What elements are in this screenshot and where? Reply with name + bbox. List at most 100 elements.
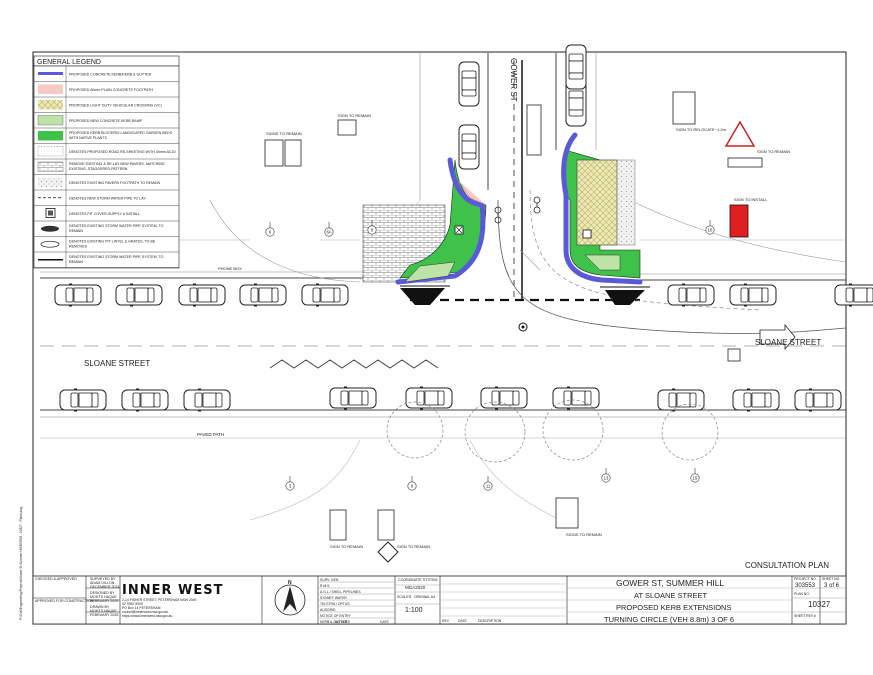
- phone-box-label: PHONE BOX: [218, 266, 242, 271]
- legend-item: PROPOSED NEW CONCRETE KERB RAMP: [34, 112, 179, 129]
- legend-swatch: [38, 72, 63, 75]
- sheet-no: 3 of 6: [824, 583, 840, 589]
- council-web: https://www.innerwest.nsw.gov.au: [122, 614, 173, 618]
- lot-marker-label: 3: [289, 484, 292, 489]
- legend-item-label: DENOTES EXISTING STORM WATER PIPE SYSTEM…: [69, 255, 164, 259]
- legend-item: DENOTES EXISTING STORM WATER PIPE SYSTEM…: [34, 221, 179, 237]
- rev-description-header: DESCRIPTION: [478, 619, 502, 623]
- council-po-box: PO Box 14 PETERSHAM: [122, 606, 161, 610]
- signs-to-remain-label: SIGNS TO REMAIN: [266, 131, 302, 136]
- lot-marker-label: 11: [486, 484, 491, 489]
- approved-construction-label: APPROVED FOR CONSTRUCTION: [35, 599, 94, 603]
- project-no-label: PROJECT NO.: [794, 577, 817, 581]
- legend-item-label: REMOVE EXISTING & RE-LAY NEW PAVERS, MAT…: [69, 162, 165, 166]
- lot-marker: 8: [367, 220, 377, 235]
- plan-no-label: PLAN NO.: [794, 592, 810, 596]
- surveyed-date: DECEMBER 2024: [90, 585, 119, 589]
- title-block: CHECKED & APPROVED APPROVED FOR CONSTRUC…: [32, 575, 847, 625]
- scale-value: 1:100: [405, 607, 423, 614]
- direction-arrow-icon: [759, 323, 796, 351]
- bicycle-marking-icon: [494, 196, 541, 224]
- legend-item: DENOTES EXISTING STORM WATER PIPE SYSTEM…: [34, 252, 179, 268]
- sign-to-remain-4-label: SIGN TO REMAIN: [330, 544, 363, 549]
- legend-item-label: REMAIN: [69, 229, 83, 233]
- legend-title: GENERAL LEGEND: [37, 59, 101, 66]
- service-item: KERB & GUTTER: [320, 620, 348, 624]
- legend-item: PROPOSED 80mm PLAIN CONCRETE FOOTPATH: [34, 81, 179, 98]
- east-kerb-extension: [561, 132, 650, 305]
- legend-swatch: [37, 115, 64, 126]
- legend-swatch: [40, 240, 60, 248]
- drawing-title-3: PROPOSED KERB EXTENSIONS: [616, 603, 731, 612]
- rev-date-header: DATE: [458, 619, 468, 623]
- sign-relocate-label: SIGN TO RELOCATE~1.2m: [676, 127, 727, 132]
- lot-marker: 6: [265, 222, 275, 237]
- sign-to-remain-5-label: SIGN TO REMAIN: [397, 544, 430, 549]
- surveyed-name: ADAM DILLON: [90, 581, 115, 585]
- lot-marker: 11: [483, 476, 493, 491]
- checked-approved-label: CHECKED & APPROVED: [35, 577, 77, 581]
- legend-item-label: WITH NATIVE PLANTS: [69, 136, 107, 140]
- consultation-plan-label: CONSULTATION PLAN: [745, 561, 829, 570]
- date-label: DATE: [380, 620, 390, 624]
- rev-header: REV: [442, 619, 450, 623]
- lot-marker: 3: [285, 476, 295, 491]
- legend-item: PROPOSED LIGHT DUTY VEHICULAR CROSSING (…: [34, 97, 179, 113]
- general-legend: GENERAL LEGEND PROPOSED CONCRETE KERB/KE…: [33, 55, 180, 269]
- council-logo: INNER WEST: [122, 583, 223, 598]
- legend-item-label: PROPOSED LIGHT DUTY VEHICULAR CROSSING (…: [69, 104, 162, 108]
- legend-item: DENOTES PIT COVER-SUPPLY & INSTALL: [34, 205, 179, 222]
- service-item: TELSTRA / OPTUS: [320, 602, 350, 606]
- lot-marker-label: 9: [411, 484, 414, 489]
- project-no: 303553: [795, 583, 816, 589]
- legend-item: DENOTES PROPOSED ROAD RE-SHEETING WITH 4…: [34, 143, 179, 160]
- service-item: SURV. GEN: [320, 578, 339, 582]
- legend-item-label: REMAIN: [69, 260, 83, 264]
- legend-item: DENOTES EXISTING PAVERS FOOTPATH TO REMA…: [34, 174, 179, 191]
- plan-labels: GOWER ST SLOANE STREET SLOANE STREET PAV…: [84, 58, 829, 570]
- legend-swatch: [37, 146, 64, 157]
- designed-date: FEBRUARY 2025: [90, 599, 118, 603]
- legend-item: REMOVE EXISTING & RE-LAY NEW PAVERS, MAT…: [34, 159, 179, 175]
- gower-st-label: GOWER ST: [509, 58, 518, 102]
- council-email: council@innerwest.nsw.gov.au: [122, 610, 168, 614]
- legend-item: DENOTES EXISTING PIT LINTEL & GRATES, TO…: [34, 236, 179, 253]
- paved-path-label: PAVED PATH: [197, 432, 224, 437]
- sloane-street-right-label: SLOANE STREET: [755, 338, 821, 347]
- drawing-title-4: TURNING CIRCLE (VEH 8.8m) 3 OF 6: [604, 615, 734, 624]
- drawn-by-label: DRAWN BY: [90, 605, 110, 609]
- signs-to-remain-6-label: SIGNS TO REMAIN: [566, 532, 602, 537]
- legend-item-label: REMOVED: [69, 244, 88, 248]
- drawing-title-2: AT SLOANE STREET: [634, 591, 707, 600]
- council-phone: 02 9392 5000: [122, 602, 143, 606]
- legend-swatch: [41, 225, 59, 232]
- scales-note: ORIGINAL A3: [414, 595, 435, 599]
- legend-item-label: PROPOSED NEW CONCRETE KERB RAMP: [69, 119, 143, 123]
- drawn-name: MOHTS HAQUE: [90, 609, 117, 613]
- sign-to-install-label: SIGN TO INSTALL: [734, 197, 768, 202]
- legend-swatch: [38, 100, 63, 110]
- file-path-text: P:\Civil\Engineering\Projects\Gower St S…: [19, 506, 23, 620]
- legend-item-label: PROPOSED 80mm PLAIN CONCRETE FOOTPATH: [69, 88, 153, 92]
- sign-to-remain-label: SIGN TO REMAIN: [338, 113, 371, 118]
- coord-system-value: MGA2020: [405, 585, 426, 590]
- legend-swatch: [38, 84, 63, 94]
- legend-item-label: DENOTES PIT COVER-SUPPLY & INSTALL: [69, 212, 140, 216]
- designed-by-label: DESIGNED BY: [90, 591, 115, 595]
- sign-to-remain-3-label: SIGN TO REMAIN: [757, 149, 790, 154]
- legend-item: PROPOSED CONCRETE KERB/KERB & GUTTER: [34, 66, 179, 82]
- legend-item-label: DENOTES PROPOSED ROAD RE-SHEETING WITH 4…: [69, 150, 176, 154]
- legend-swatch: [45, 208, 56, 218]
- lot-marker-label: 15: [693, 476, 698, 481]
- coord-system-label: COORDINATE SYSTEM: [398, 578, 437, 582]
- legend-item-label: PROPOSED KERB BLISTERS/ LANDSCAPED GARDE…: [69, 131, 173, 135]
- service-item: NOTICE OF ENTRY: [320, 614, 352, 618]
- north-arrow-icon: N: [274, 580, 306, 616]
- lot-marker: 6A: [324, 222, 334, 237]
- legend-item-label: DENOTES EXISTING PAVERS FOOTPATH TO REMA…: [69, 181, 160, 185]
- drawing-title-1: GOWER ST, SUMMER HILL: [616, 578, 724, 588]
- legend-item-label: PROPOSED CONCRETE KERB/KERB & GUTTER: [69, 73, 152, 77]
- drawn-date: FEBRUARY 2025: [90, 613, 118, 617]
